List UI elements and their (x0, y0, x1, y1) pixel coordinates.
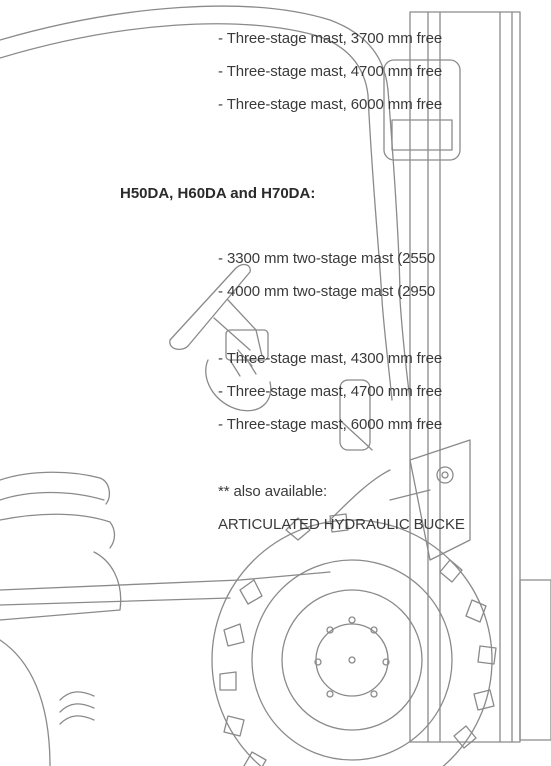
also-available-item: ARTICULATED HYDRAULIC BUCKE (218, 516, 465, 533)
list-item: - Three-stage mast, 4300 mm free (218, 350, 443, 367)
steering-wheel (170, 265, 271, 411)
seat (0, 472, 121, 620)
list-item: - Three-stage mast, 4700 mm free (218, 383, 443, 400)
list-item: - 3300 mm two-stage mast (2550 (218, 250, 436, 267)
overhead-guard (0, 6, 410, 400)
list-item: - Three-stage mast, 3700 mm free (218, 30, 443, 47)
tilt-cylinder (390, 440, 470, 560)
list-item: - Three-stage mast, 4700 mm free (218, 63, 443, 80)
front-wheel (212, 514, 496, 766)
list-item: - 4000 mm two-stage mast (2950 (218, 283, 436, 300)
also-available-label: ** also available: (218, 483, 328, 500)
section-heading: H50DA, H60DA and H70DA: (120, 185, 316, 202)
list-item: - Three-stage mast, 6000 mm free (218, 96, 443, 113)
list-item: - Three-stage mast, 6000 mm free (218, 416, 443, 433)
